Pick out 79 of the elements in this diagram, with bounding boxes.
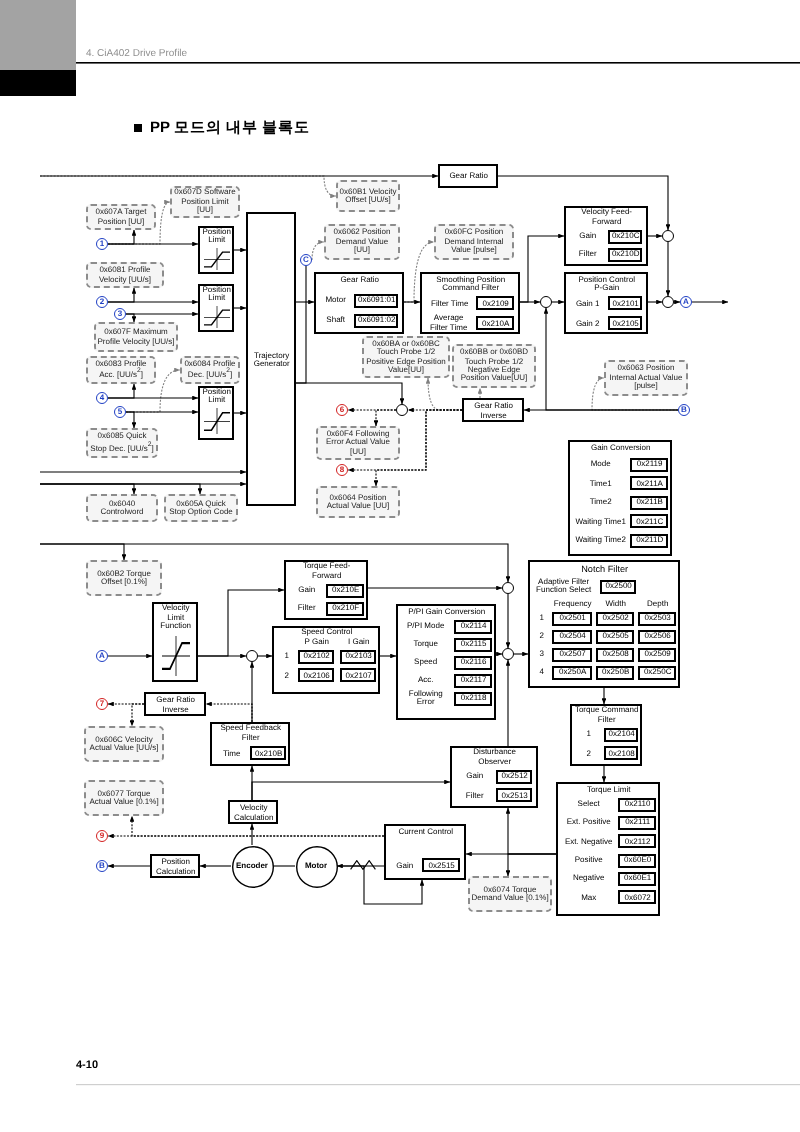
arrow xyxy=(39,173,439,179)
function-block xyxy=(420,272,520,334)
arrow xyxy=(233,247,247,253)
arrow xyxy=(107,383,137,399)
arrow xyxy=(107,287,137,303)
arrow xyxy=(257,653,273,659)
arrow xyxy=(477,387,483,399)
summing-junction xyxy=(540,296,552,308)
arrow xyxy=(125,411,137,429)
arrow xyxy=(403,299,421,305)
arrow xyxy=(601,687,607,705)
arrow xyxy=(373,409,463,487)
arrow xyxy=(673,299,681,305)
leader-line xyxy=(311,240,325,261)
function-block xyxy=(198,284,234,332)
arrow xyxy=(336,865,425,905)
arrow xyxy=(497,175,671,231)
arrow xyxy=(39,543,127,561)
function-block xyxy=(438,164,498,188)
function-block xyxy=(152,602,198,682)
arrow xyxy=(249,661,255,723)
function-block xyxy=(272,626,380,694)
arrow xyxy=(367,585,503,591)
arrow xyxy=(125,313,137,323)
function-block xyxy=(528,560,680,688)
arrow xyxy=(249,823,255,846)
summing-junction xyxy=(246,650,258,662)
summing-junction xyxy=(502,582,514,594)
function-block xyxy=(246,212,296,506)
function-block xyxy=(568,440,672,556)
arrow xyxy=(519,233,565,303)
function-block xyxy=(570,704,642,766)
arrow xyxy=(295,382,405,405)
summing-junction xyxy=(396,404,408,416)
arrow xyxy=(107,229,137,245)
arrow xyxy=(249,765,255,801)
arrow xyxy=(665,241,671,297)
function-block xyxy=(564,272,648,334)
summing-junction xyxy=(662,296,674,308)
arrow xyxy=(647,299,663,305)
arrow xyxy=(505,659,511,747)
arrow xyxy=(505,853,557,877)
arrow xyxy=(495,651,503,657)
arrow xyxy=(233,305,247,311)
function-block xyxy=(556,782,660,916)
arrow xyxy=(197,587,285,657)
arrow xyxy=(39,469,247,475)
function-block xyxy=(198,226,234,274)
arrow xyxy=(199,863,232,869)
arrow xyxy=(505,593,511,649)
arrow xyxy=(295,299,315,305)
function-block xyxy=(384,824,466,880)
connector-line xyxy=(272,865,296,867)
function-block xyxy=(462,398,524,422)
arrow xyxy=(107,653,153,659)
arrow xyxy=(513,651,529,657)
arrow xyxy=(233,410,247,416)
arrow xyxy=(691,299,729,305)
function-block xyxy=(564,206,648,266)
summing-junction xyxy=(502,648,514,660)
function-block xyxy=(450,746,538,808)
function-block xyxy=(198,386,234,440)
arrow xyxy=(551,299,565,305)
arrow xyxy=(129,703,145,727)
function-block xyxy=(144,692,206,716)
arrow xyxy=(336,863,385,869)
function-block xyxy=(284,560,368,620)
arrow xyxy=(379,653,397,659)
arrow xyxy=(647,233,663,239)
arrow xyxy=(107,863,151,869)
arrow xyxy=(601,765,607,783)
arrow xyxy=(543,307,679,411)
function-block xyxy=(314,272,404,334)
arrow xyxy=(373,409,397,427)
function-block xyxy=(210,722,290,766)
summing-junction xyxy=(662,230,674,242)
function-block xyxy=(396,604,496,720)
arrow xyxy=(129,815,385,837)
arrow xyxy=(39,483,203,495)
